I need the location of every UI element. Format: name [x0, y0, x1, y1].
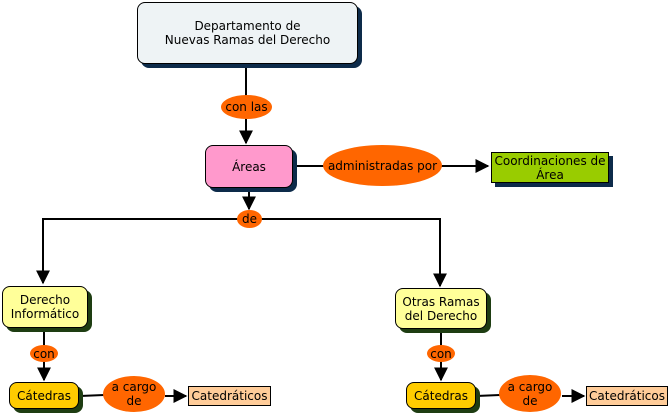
node-catedras-left[interactable]: Cátedras — [9, 382, 79, 409]
node-areas[interactable]: Áreas — [205, 145, 293, 188]
link-label-a-cargo-de-left-text: a cargo de — [111, 380, 157, 408]
node-derecho-informatico-text: Derecho Informático — [10, 293, 80, 321]
link-label-con-right-text: con — [430, 346, 452, 361]
node-catedras-right-text: Cátedras — [414, 388, 468, 403]
link-label-a-cargo-de-left: a cargo de — [103, 376, 165, 412]
link-label-administradas-por: administradas por — [323, 145, 442, 186]
edge-de-to-otras-ramas — [261, 218, 447, 288]
node-catedraticos-left[interactable]: Catedráticos — [188, 386, 271, 406]
link-label-de: de — [237, 210, 262, 228]
node-departamento-text: Departamento de Nuevas Ramas del Derecho — [164, 19, 331, 47]
node-otras-ramas-text: Otras Ramas del Derecho — [402, 294, 480, 323]
node-catedras-right[interactable]: Cátedras — [406, 382, 476, 409]
node-catedras-left-text: Cátedras — [17, 388, 71, 403]
link-label-a-cargo-de-right-text: a cargo de — [507, 379, 553, 408]
node-catedraticos-left-text: Catedráticos — [191, 389, 268, 403]
link-label-administradas-por-text: administradas por — [327, 158, 438, 173]
node-departamento[interactable]: Departamento de Nuevas Ramas del Derecho — [137, 2, 358, 64]
link-label-con-las: con las — [221, 95, 272, 119]
node-areas-text: Áreas — [232, 159, 266, 174]
link-label-a-cargo-de-right: a cargo de — [499, 375, 561, 412]
node-derecho-informatico[interactable]: Derecho Informático — [2, 286, 88, 328]
link-label-con-las-text: con las — [225, 100, 268, 114]
link-label-con-left: con — [30, 345, 58, 362]
link-label-con-right: con — [427, 345, 455, 362]
node-otras-ramas[interactable]: Otras Ramas del Derecho — [395, 288, 487, 329]
node-coordinaciones[interactable]: Coordinaciones de Área — [491, 152, 609, 183]
link-label-de-text: de — [242, 212, 257, 226]
edge-catedras-right-to-acargo — [475, 394, 501, 397]
edge-de-to-derecho-informatico — [36, 218, 238, 285]
node-catedraticos-right[interactable]: Catedráticos — [586, 386, 668, 406]
node-coordinaciones-text: Coordinaciones de Área — [494, 153, 606, 182]
edge-catedras-left-to-acargo — [79, 394, 105, 397]
link-label-con-left-text: con — [33, 346, 55, 361]
node-catedraticos-right-text: Catedráticos — [589, 389, 665, 403]
